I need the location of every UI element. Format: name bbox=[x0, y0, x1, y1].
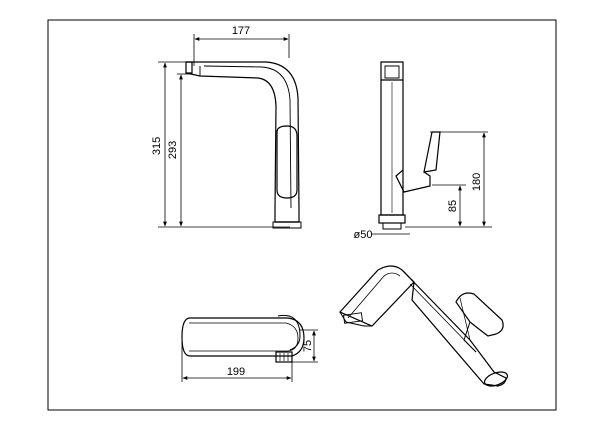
side-view bbox=[372, 61, 492, 235]
plan-width-label: 75 bbox=[302, 340, 314, 352]
plan-view bbox=[181, 314, 318, 382]
front-view bbox=[158, 34, 302, 229]
lever-side bbox=[395, 169, 431, 193]
isometric-view bbox=[338, 265, 509, 387]
lever-height-label: 85 bbox=[447, 200, 459, 212]
side-height-label: 180 bbox=[471, 173, 483, 191]
drawing-frame bbox=[47, 19, 557, 411]
faucet-spout-front bbox=[185, 61, 300, 223]
top-width-label: 177 bbox=[232, 25, 250, 37]
spout-height-label: 293 bbox=[167, 141, 179, 159]
total-height-label: 315 bbox=[151, 137, 163, 155]
base-diameter-label: ø50 bbox=[354, 229, 373, 241]
lever-handle-front bbox=[276, 125, 298, 199]
plan-length-label: 199 bbox=[227, 366, 245, 378]
